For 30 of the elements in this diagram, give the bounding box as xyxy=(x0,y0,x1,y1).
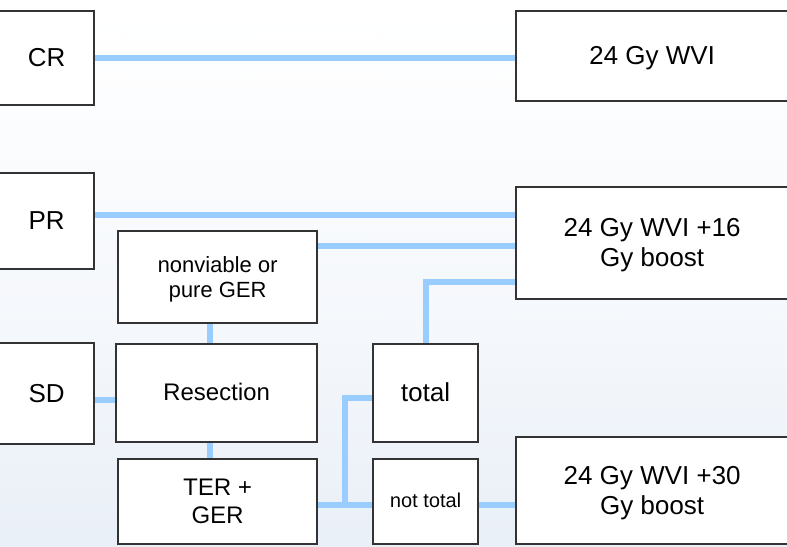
box-label: total xyxy=(400,378,450,408)
box-label: nonviable or pure GER xyxy=(156,252,278,302)
box-label: 24 Gy WVI xyxy=(589,41,715,71)
box-label: not total xyxy=(390,490,462,513)
box-label: 24 Gy WVI +16 Gy boost xyxy=(562,213,742,273)
process-box xyxy=(117,458,318,545)
box-label: CR xyxy=(28,43,66,73)
process-box xyxy=(0,10,95,106)
connector-line xyxy=(95,212,515,218)
process-box xyxy=(515,436,787,545)
process-box xyxy=(372,458,479,545)
connector-line xyxy=(423,279,515,343)
process-box xyxy=(115,343,318,443)
connector-line xyxy=(95,55,515,61)
process-box xyxy=(0,342,95,445)
process-box xyxy=(515,186,787,300)
connector-line xyxy=(207,324,213,343)
process-box xyxy=(515,10,787,102)
process-box xyxy=(372,343,479,443)
connector-line xyxy=(207,443,213,458)
box-label: TER + GER xyxy=(182,474,253,530)
process-box xyxy=(0,172,95,270)
box-label: 24 Gy WVI +30 Gy boost xyxy=(562,460,742,520)
connector-line xyxy=(479,502,515,508)
connector-line xyxy=(318,243,515,249)
box-label: PR xyxy=(28,206,65,236)
box-label: Resection xyxy=(163,379,270,407)
connector-line xyxy=(95,397,115,403)
box-label: SD xyxy=(28,378,65,408)
process-box xyxy=(117,230,318,324)
